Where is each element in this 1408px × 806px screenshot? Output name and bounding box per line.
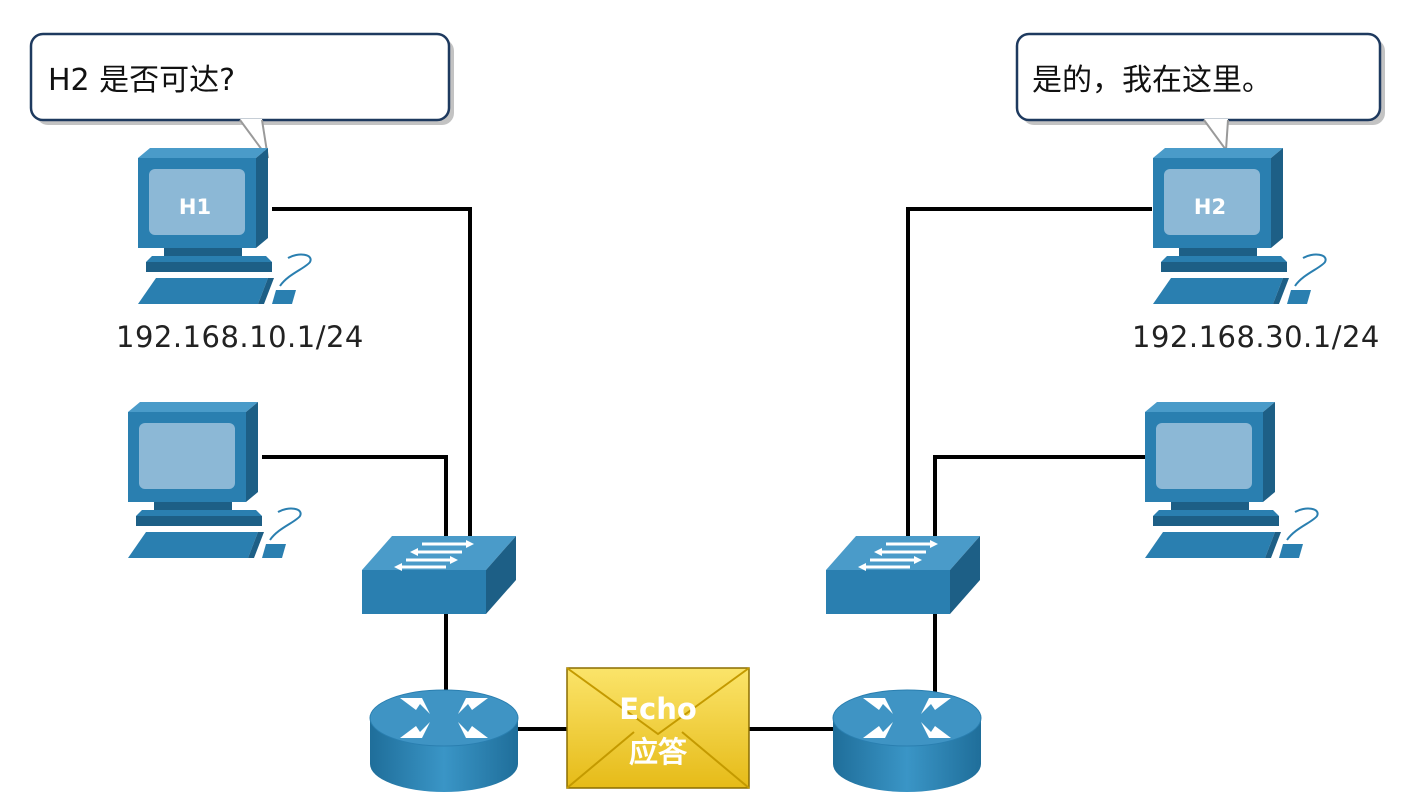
network-cables [262,207,1152,731]
speech-bubble-h2: 是的，我在这里。 [1015,32,1385,153]
h1-question-text: H2 是否可达? [48,63,235,98]
router-icon-right [832,689,982,793]
router-icon-left [369,689,519,793]
packet-line-1: Echo [619,692,697,726]
switch-icon-right [824,534,982,616]
host-h1-ip: 192.168.10.1/24 [116,320,364,354]
speech-bubble-h1: H2 是否可达? [29,32,454,159]
host-h2-pc-icon: H2 [1152,147,1327,305]
switch-icon-left [360,534,518,616]
host-h2-ip: 192.168.30.1/24 [1132,320,1380,354]
host-h1-name: H1 [179,195,211,219]
pc-icon-right-2 [1144,401,1319,559]
packet-line-2: 应答 [629,735,688,769]
h2-answer-text: 是的，我在这里。 [1032,63,1272,98]
host-h1-pc-icon: H1 [137,147,312,305]
host-h2-name: H2 [1194,195,1226,219]
pc-icon-left-2 [127,401,302,559]
echo-reply-envelope-icon: Echo 应答 [566,667,750,789]
